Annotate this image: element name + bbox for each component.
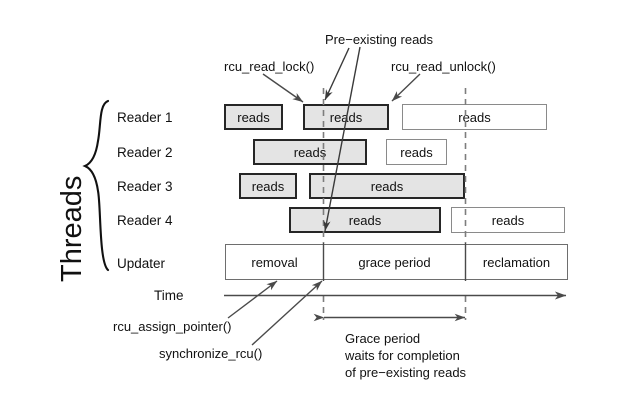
row-label-updater: Updater xyxy=(117,256,166,271)
leader-pre-existing-reads-short xyxy=(324,47,350,101)
read-block: reads xyxy=(239,173,297,199)
leader-synchronize-rcu xyxy=(251,280,323,346)
annotation-pre-existing-reads: Pre−existing reads xyxy=(325,32,434,47)
grace-period-note-line-2: waits for completion xyxy=(345,348,460,363)
updater-phase-removal: removal xyxy=(226,245,324,279)
annotation-synchronize-rcu: synchronize_rcu() xyxy=(159,346,263,361)
row-label-reader-4: Reader 4 xyxy=(117,213,173,228)
annotation-rcu-read-lock: rcu_read_lock() xyxy=(224,59,315,74)
updater-timeline: removal grace period reclamation xyxy=(225,244,568,280)
row-label-reader-3: Reader 3 xyxy=(117,179,173,194)
read-block: reads xyxy=(309,173,465,199)
updater-phase-grace-period: grace period xyxy=(324,245,466,279)
read-block: reads xyxy=(303,104,389,130)
read-block: reads xyxy=(451,207,565,233)
row-label-reader-1: Reader 1 xyxy=(117,110,173,125)
leader-rcu-read-unlock xyxy=(391,73,421,102)
grace-period-note-line-1: Grace period xyxy=(345,331,421,346)
grace-period-note-line-3: of pre−existing reads xyxy=(345,365,467,380)
read-block: reads xyxy=(402,104,547,130)
read-block: reads xyxy=(386,139,447,165)
read-block: reads xyxy=(224,104,283,130)
read-block: reads xyxy=(253,139,367,165)
annotation-rcu-read-unlock: rcu_read_unlock() xyxy=(391,59,496,74)
leader-rcu-read-lock xyxy=(262,73,304,103)
row-label-reader-2: Reader 2 xyxy=(117,145,173,160)
annotation-rcu-assign-pointer: rcu_assign_pointer() xyxy=(113,319,232,334)
time-axis-label: Time xyxy=(154,288,184,303)
leader-rcu-assign-pointer xyxy=(227,280,278,319)
updater-phase-reclamation: reclamation xyxy=(482,254,551,270)
read-block: reads xyxy=(289,207,441,233)
threads-group-label: Threads xyxy=(56,175,88,282)
